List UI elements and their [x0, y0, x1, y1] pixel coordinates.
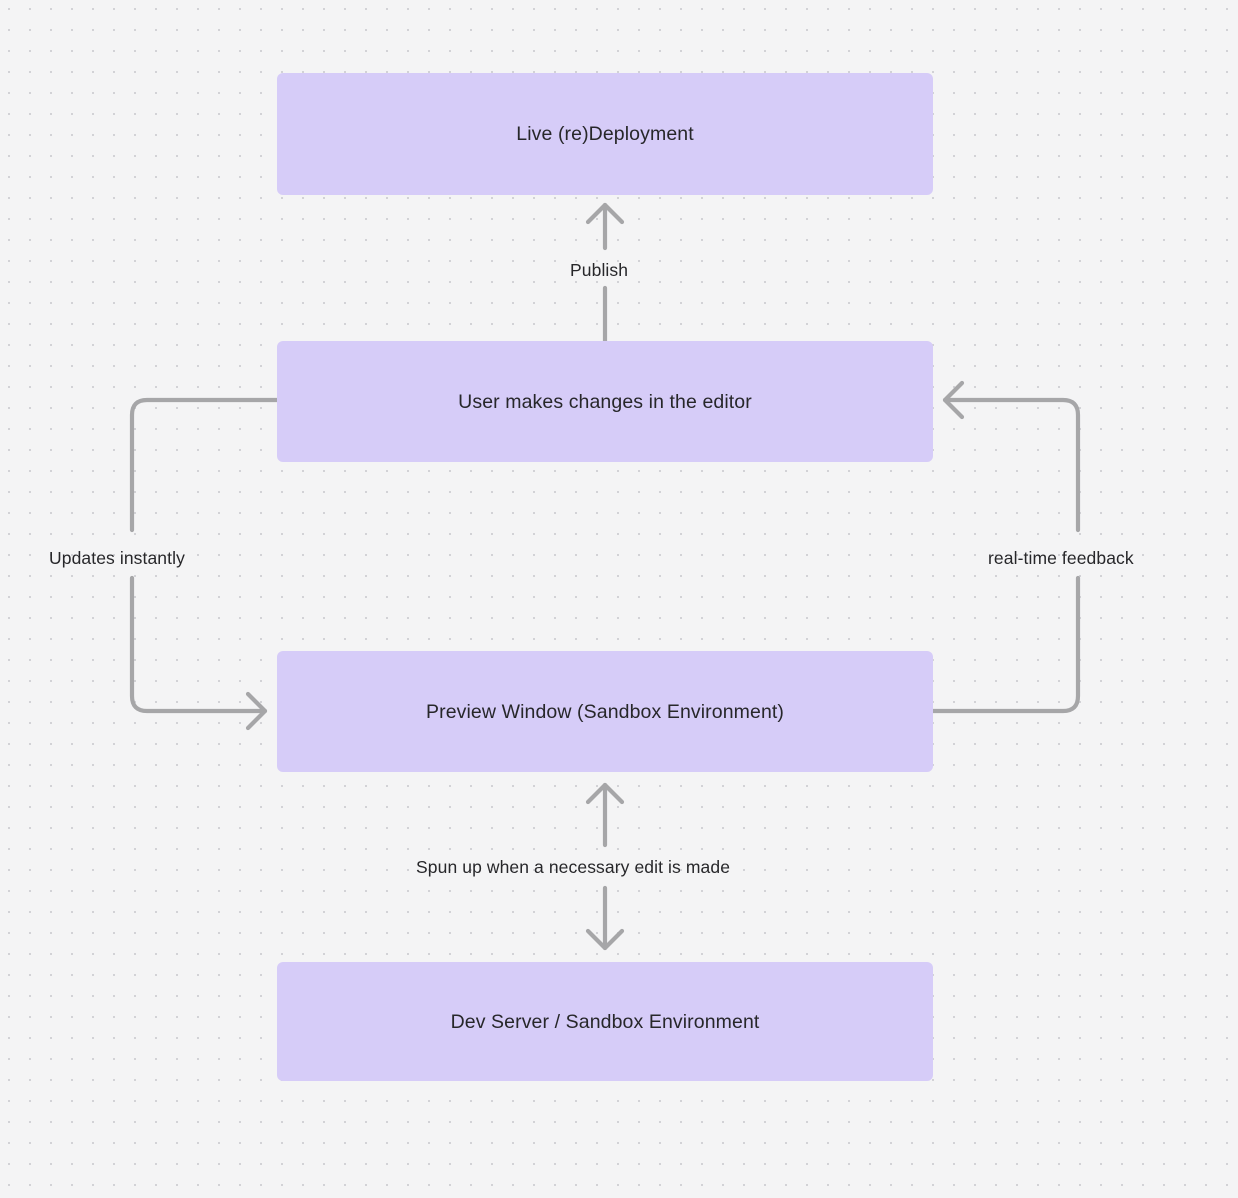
- edge-feedback-upper-segment: [942, 397, 1081, 533]
- edge-spunup-arrowhead-down: [585, 928, 625, 951]
- edge-publish-arrowhead-up: [585, 202, 625, 225]
- edge-spunup-arrowhead-up: [585, 782, 625, 805]
- node-label: User makes changes in the editor: [458, 390, 752, 413]
- edge-label-updates-instantly: Updates instantly: [49, 548, 185, 568]
- node-label: Preview Window (Sandbox Environment): [426, 700, 784, 723]
- edge-updates-lower-segment: [129, 575, 268, 714]
- node-label: Dev Server / Sandbox Environment: [450, 1010, 760, 1033]
- node-live-redeployment[interactable]: Live (re)Deployment: [277, 73, 933, 195]
- node-dev-server[interactable]: Dev Server / Sandbox Environment: [277, 962, 933, 1081]
- edge-updates-upper-segment: [129, 397, 280, 533]
- node-label: Live (re)Deployment: [516, 123, 694, 145]
- edge-label-real-time-feedback: real-time feedback: [988, 548, 1134, 568]
- edge-feedback-arrowhead-left: [942, 380, 965, 420]
- edge-label-publish: Publish: [570, 260, 629, 280]
- edge-feedback-lower-segment: [930, 575, 1081, 714]
- edge-label-spun-up: Spun up when a necessary edit is made: [416, 857, 731, 877]
- node-preview-window[interactable]: Preview Window (Sandbox Environment): [277, 651, 933, 772]
- edge-updates-arrowhead-right: [245, 691, 268, 731]
- node-user-makes-changes[interactable]: User makes changes in the editor: [277, 341, 933, 462]
